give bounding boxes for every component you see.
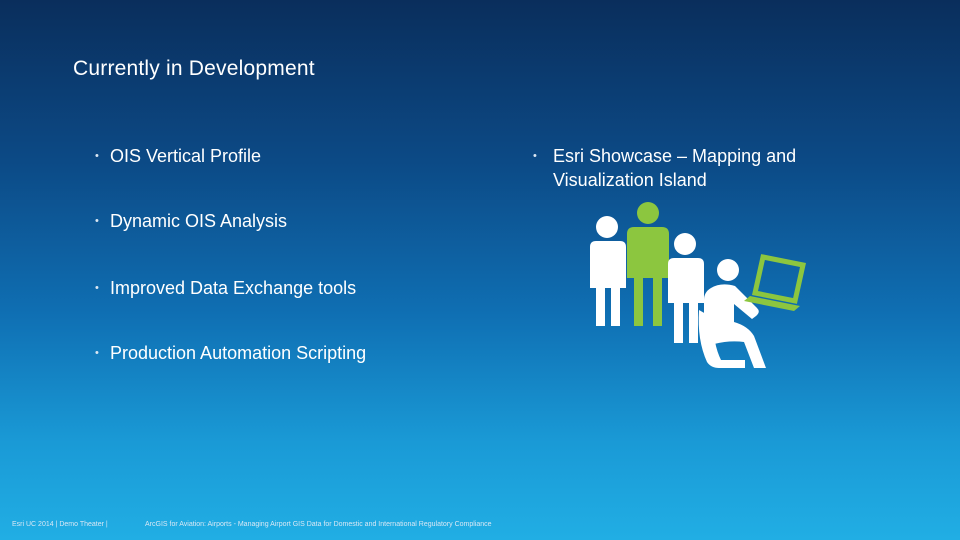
bullet-text: Dynamic OIS Analysis [110,211,288,231]
bullet-text: Production Automation Scripting [110,343,367,363]
standing-person-figure [590,216,626,326]
bullet-item: • Improved Data Exchange tools [95,276,356,300]
bullet-dot: • [95,150,99,162]
footer-left-text: Esri UC 2014 | Demo Theater | [12,521,108,528]
bullet-item: • Production Automation Scripting [95,341,366,365]
bullet-dot: • [95,215,99,227]
left-bullet-list: • OIS Vertical Profile • Dynamic OIS Ana… [95,0,495,540]
slide-title: Currently in Development [73,57,315,80]
bullet-item: • OIS Vertical Profile [95,144,261,168]
people-with-laptop-icon [585,200,810,370]
bullet-dot: • [95,282,99,294]
standing-person-figure [668,233,704,343]
bullet-text: OIS Vertical Profile [110,146,262,166]
bullet-text: Improved Data Exchange tools [110,278,357,298]
bullet-item: • Dynamic OIS Analysis [95,209,287,233]
seated-person-figure [698,259,766,368]
laptop-base [744,296,800,311]
bullet-dot: • [533,150,537,162]
green-person-figure [627,202,669,326]
right-bullet-item: • Esri Showcase – Mapping and Visualizat… [533,144,873,192]
footer-right-text: ArcGIS for Aviation: Airports - Managing… [145,521,492,528]
bullet-dot: • [95,347,99,359]
laptop-figure [752,254,806,304]
bullet-text: Esri Showcase – Mapping and Visualizatio… [553,146,797,190]
